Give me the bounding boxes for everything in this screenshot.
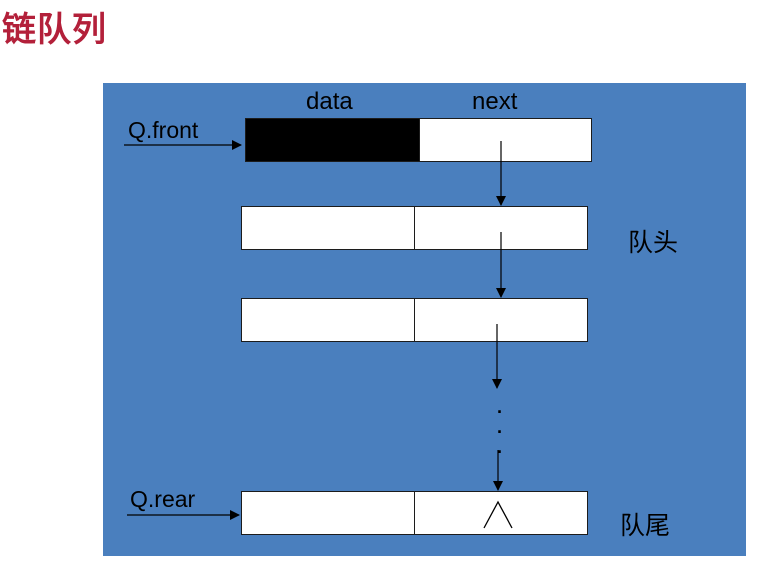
head-node — [245, 118, 592, 162]
tail-node-data-cell — [242, 492, 415, 534]
node-1-data-cell — [242, 207, 415, 249]
queue-tail-label: 队尾 — [620, 511, 671, 540]
ellipsis-dot-3: · — [497, 442, 503, 462]
null-pointer-icon — [483, 500, 513, 529]
rear-pointer-label: Q.rear — [130, 486, 196, 512]
node-1-next-cell — [415, 207, 587, 249]
page-title: 链队列 — [2, 10, 107, 50]
queue-node-1 — [241, 206, 588, 250]
ellipsis-dot-1: · — [497, 402, 503, 422]
front-pointer-label: Q.front — [128, 117, 199, 143]
data-column-header: data — [306, 88, 353, 115]
queue-node-tail — [241, 491, 588, 535]
queue-head-label: 队头 — [628, 228, 679, 257]
head-node-data-cell — [246, 119, 420, 161]
head-node-next-cell — [420, 119, 591, 161]
node-2-next-cell — [415, 299, 587, 341]
tail-node-next-cell — [415, 492, 587, 534]
next-column-header: next — [472, 88, 518, 115]
queue-node-2 — [241, 298, 588, 342]
ellipsis-dot-2: · — [497, 422, 503, 442]
node-2-data-cell — [242, 299, 415, 341]
